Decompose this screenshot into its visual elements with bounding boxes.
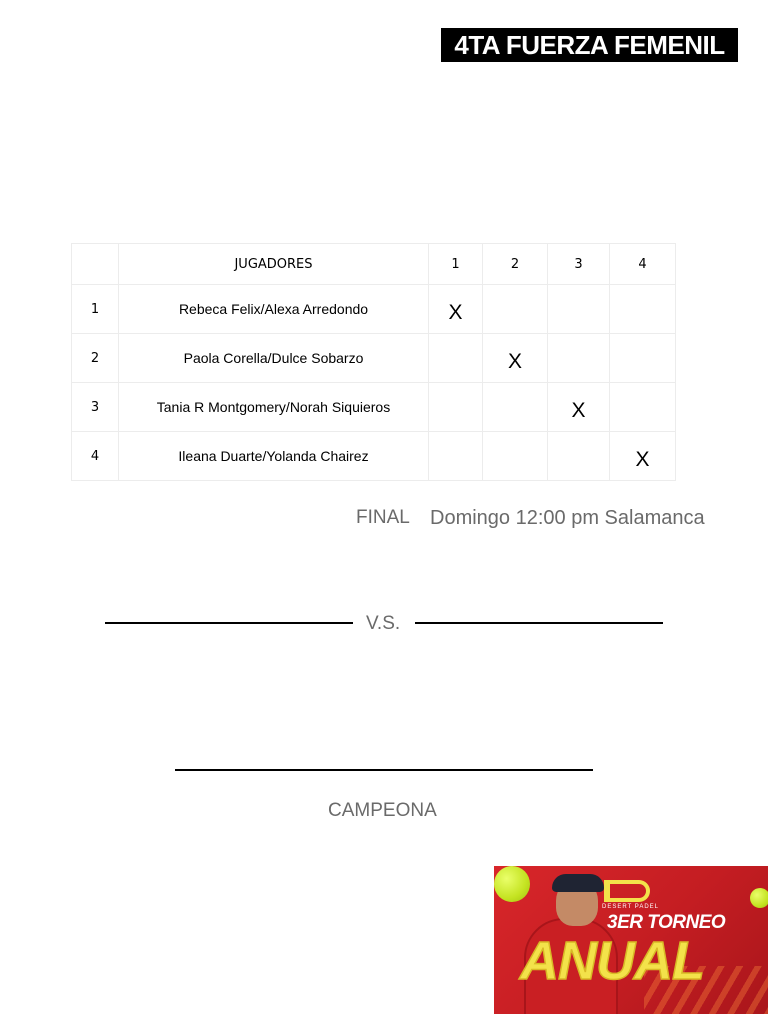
row-number: 1: [71, 284, 119, 334]
final-schedule: Domingo 12:00 pm Salamanca: [430, 507, 705, 529]
finalist-1-line: [105, 622, 353, 624]
champion-line: [175, 769, 593, 771]
match-mark: X: [482, 333, 548, 383]
table-header-row: JUGADORES 1 2 3 4: [71, 243, 676, 285]
desert-padel-logo-icon: [604, 880, 650, 902]
final-label: FINAL: [356, 507, 410, 528]
match-mark: [482, 382, 548, 432]
bracket-table: JUGADORES 1 2 3 4 1 Rebeca Felix/Alexa A…: [71, 243, 676, 481]
brand-subtitle: DESERT PADEL: [602, 904, 660, 910]
match-mark: X: [428, 284, 483, 334]
match-mark: [428, 431, 483, 481]
match-mark: [609, 382, 676, 432]
player-body: [524, 918, 618, 1014]
match-mark: [547, 284, 610, 334]
player-pair-name: Rebeca Felix/Alexa Arredondo: [118, 284, 429, 334]
champion-label: CAMPEONA: [328, 800, 437, 821]
match-mark: X: [609, 431, 676, 481]
header-cell-1: 1: [428, 243, 483, 285]
player-pair-name: Tania R Montgomery/Norah Siquieros: [118, 382, 429, 432]
player-cap: [552, 874, 604, 892]
finalist-2-line: [415, 622, 663, 624]
match-mark: [547, 333, 610, 383]
versus-label: V.S.: [366, 613, 401, 634]
header-cell-players: JUGADORES: [118, 243, 429, 285]
row-number: 3: [71, 382, 119, 432]
tournament-banner: DESERT PADEL 3ER TORNEO ANUAL: [494, 866, 768, 1014]
match-mark: [482, 284, 548, 334]
table-row: 2 Paola Corella/Dulce Sobarzo X: [71, 333, 676, 383]
tennis-ball-icon: [750, 888, 768, 908]
player-pair-name: Ileana Duarte/Yolanda Chairez: [118, 431, 429, 481]
match-mark: [609, 333, 676, 383]
page-title: 4TA FUERZA FEMENIL: [441, 28, 738, 62]
table-row: 4 Ileana Duarte/Yolanda Chairez X: [71, 431, 676, 481]
table-row: 3 Tania R Montgomery/Norah Siquieros X: [71, 382, 676, 432]
annual-label: ANUAL: [519, 930, 705, 992]
match-mark: [428, 382, 483, 432]
header-cell-2: 2: [482, 243, 548, 285]
match-mark: [609, 284, 676, 334]
tournament-label: 3ER TORNEO: [607, 912, 726, 933]
header-cell-index: [71, 243, 119, 285]
table-row: 1 Rebeca Felix/Alexa Arredondo X: [71, 284, 676, 334]
match-mark: [428, 333, 483, 383]
match-mark: X: [547, 382, 610, 432]
row-number: 2: [71, 333, 119, 383]
banner-stripes: [644, 966, 768, 1014]
row-number: 4: [71, 431, 119, 481]
header-cell-4: 4: [609, 243, 676, 285]
tennis-ball-icon: [494, 866, 530, 902]
match-mark: [547, 431, 610, 481]
match-mark: [482, 431, 548, 481]
player-pair-name: Paola Corella/Dulce Sobarzo: [118, 333, 429, 383]
header-cell-3: 3: [547, 243, 610, 285]
